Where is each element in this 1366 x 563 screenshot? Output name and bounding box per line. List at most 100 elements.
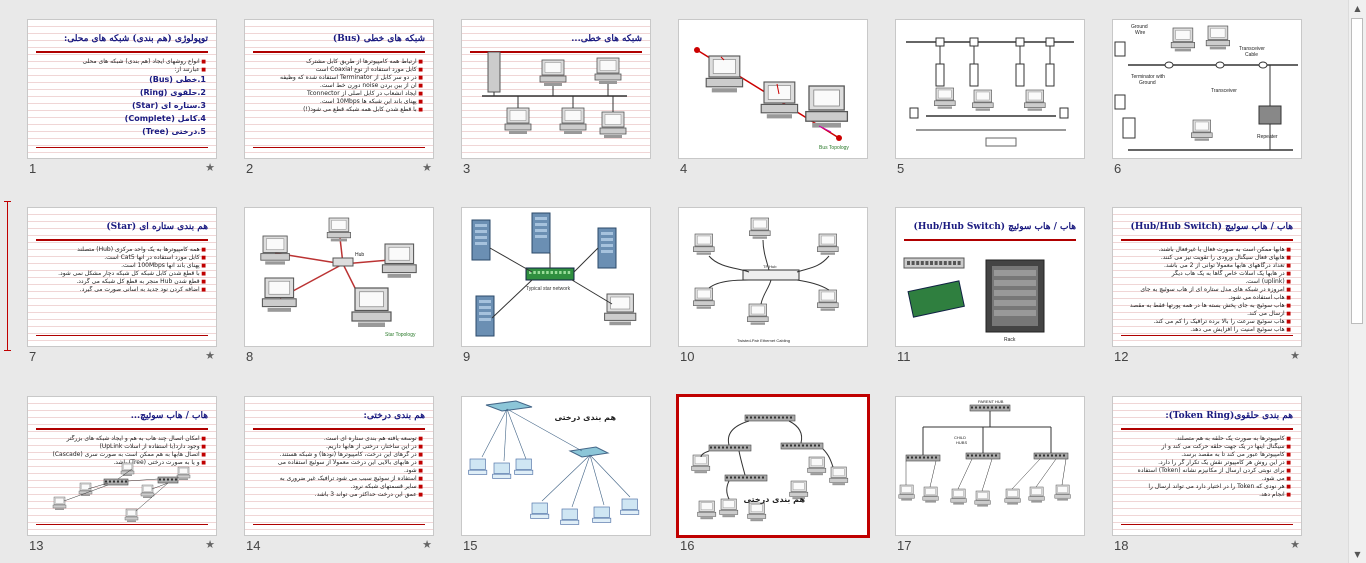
transition-star-icon[interactable]: ★ — [205, 161, 215, 174]
bullet-line: عبارتند از: — [42, 66, 206, 74]
svg-text:HUBS: HUBS — [956, 440, 967, 445]
slide-thumbnail-2[interactable]: شبکه های خطی (Bus) ارتباط همه کامپیوترها… — [244, 19, 434, 179]
bullet-line: شود. — [259, 467, 423, 475]
slide-number: 8 — [246, 349, 254, 364]
scroll-down-icon[interactable]: ▼ — [1354, 550, 1361, 559]
transition-star-icon[interactable]: ★ — [205, 349, 215, 362]
svg-text:Cable: Cable — [1245, 52, 1258, 58]
slide-preview[interactable]: توپولوژی (هم بندی) شبکه های محلی: انواع … — [27, 19, 217, 159]
svg-text:Rack: Rack — [1004, 337, 1016, 343]
diagram: TP Hub Twisted-Pair Ethernet Cabling — [679, 208, 867, 346]
svg-text:Ground: Ground — [1131, 24, 1148, 30]
slide-number: 6 — [1114, 161, 1122, 176]
slide-preview[interactable]: TP Hub Twisted-Pair Ethernet Cabling — [678, 207, 868, 347]
slide-title: هم بندی درختی — [554, 413, 616, 422]
slide-thumbnail-12[interactable]: هاب / هاب سوئیچ (Hub/Hub Switch) هابها م… — [1112, 207, 1302, 367]
transition-star-icon[interactable]: ★ — [1290, 349, 1300, 362]
slide-body: انواع روشهای ایجاد (هم بندی) شبکه های مح… — [42, 58, 206, 139]
text-slide: هم بندی درختی: توسعه یافته هم بندی ستاره… — [245, 397, 433, 535]
slide-number: 1 — [29, 161, 37, 176]
slide-number: 18 — [1114, 538, 1129, 553]
bullet-line: کامپیوترها به صورت یک حلقه به هم متصلند. — [1127, 435, 1291, 443]
bullet-line: کابل مورد استفاده از نوع Coaxial است — [259, 66, 423, 74]
slide-title: شبکه های خطی (Bus) — [332, 34, 425, 44]
bullet-line: پهنای باند آنها 100Mbps است. — [42, 262, 206, 270]
bullet-line: در هابها یک اسلات خاص گاهاً به یک هاب دی… — [1127, 270, 1291, 278]
slide-number: 10 — [680, 349, 695, 364]
slide-preview[interactable]: Ground Wire Transceiver Cable Terminator… — [1112, 19, 1302, 159]
bullet-line: در این ساختار، درختی از هابها داریم. — [259, 443, 423, 451]
slide-preview[interactable]: هاب / هاب سوئیچ (Hub/Hub Switch) هابها م… — [1112, 207, 1302, 347]
slide-preview[interactable]: Typical star network — [461, 207, 651, 347]
transition-star-icon[interactable]: ★ — [1290, 538, 1300, 551]
slide-preview[interactable]: هم بندی درختی — [676, 394, 870, 538]
bullet-line: در دو سر کابل از Terminator استفاده شده … — [259, 74, 423, 82]
slide-preview[interactable]: شبکه های خطی... — [461, 19, 651, 159]
slide-body: کامپیوترها به صورت یک حلقه به هم متصلند.… — [1127, 435, 1291, 499]
slide-preview[interactable]: هم بندی درختی — [461, 396, 651, 536]
bullet-line: با قطع شدن کابل همه شبکه قطع می شود(!) — [259, 106, 423, 114]
bullet-line: آن از بین بردن noise دورن خط است. — [259, 82, 423, 90]
footer-rule — [36, 335, 208, 336]
diagram — [679, 397, 867, 535]
slide-preview[interactable]: هم بندی حلقوی(Token Ring): کامپیوترها به… — [1112, 396, 1302, 536]
slide-preview[interactable]: هم بندی ستاره ای (Star) همه کامپیوترها ب… — [27, 207, 217, 347]
scroll-up-icon[interactable]: ▲ — [1354, 4, 1361, 13]
vertical-scrollbar[interactable]: ▲ ▼ — [1348, 0, 1366, 563]
slide-number: 13 — [29, 538, 44, 553]
slide-thumbnail-5[interactable]: 5 — [895, 19, 1085, 179]
diagram: Rack — [896, 208, 1084, 346]
diagram: Hub — [245, 208, 433, 346]
title-rule — [1121, 239, 1293, 241]
section-bracket — [4, 201, 12, 351]
slide-preview[interactable]: شبکه های خطی (Bus) ارتباط همه کامپیوترها… — [244, 19, 434, 159]
footer-rule — [36, 524, 208, 525]
svg-text:TP Hub: TP Hub — [763, 264, 777, 269]
scrollbar-thumb[interactable] — [1351, 18, 1363, 324]
slide-thumbnail-14[interactable]: هم بندی درختی: توسعه یافته هم بندی ستاره… — [244, 396, 434, 556]
slide-thumbnail-7[interactable]: هم بندی ستاره ای (Star) همه کامپیوترها ب… — [27, 207, 217, 367]
slide-thumbnail-3[interactable]: شبکه های خطی... 3 — [461, 19, 651, 179]
slide-preview[interactable] — [895, 19, 1085, 159]
text-slide: هم بندی ستاره ای (Star) همه کامپیوترها ب… — [28, 208, 216, 346]
slide-thumbnail-6[interactable]: Ground Wire Transceiver Cable Terminator… — [1112, 19, 1302, 179]
slide-preview[interactable]: Bus Topology — [678, 19, 868, 159]
bullet-line: در گرهای این درخت، کامپیوترها (نودها) و … — [259, 451, 423, 459]
bullet-line: در هابهای بالایی این درخت معمولاً از سوئ… — [259, 459, 423, 467]
diagram-caption: Star Topology — [385, 332, 416, 338]
bullet-line: اتصال هابها به هم ممکن است به صورت سری (… — [42, 451, 206, 459]
diagram: PARENT HUB CHILD HUBS — [896, 397, 1084, 535]
bullet-line: و یا به صورت درختی (Tree) باشد. — [42, 459, 206, 467]
bullet-line: همه کامپیوترها به یک واحد مرکزی (Hub) مت… — [42, 246, 206, 254]
bullet-line: در این روش هر کامپیوتر نقش یک تکرار گر ر… — [1127, 459, 1291, 467]
slide-preview[interactable]: هاب / هاب سوئیچ (Hub/Hub Switch) Rack — [895, 207, 1085, 347]
text-slide: هاب / هاب سوئیچ (Hub/Hub Switch) هابها م… — [1113, 208, 1301, 346]
transition-star-icon[interactable]: ★ — [422, 538, 432, 551]
transition-star-icon[interactable]: ★ — [205, 538, 215, 551]
slide-number: 12 — [1114, 349, 1129, 364]
slide-thumbnail-1[interactable]: توپولوژی (هم بندی) شبکه های محلی: انواع … — [27, 19, 217, 179]
slide-thumbnail-18[interactable]: هم بندی حلقوی(Token Ring): کامپیوترها به… — [1112, 396, 1302, 556]
slide-preview[interactable]: PARENT HUB CHILD HUBS — [895, 396, 1085, 536]
slide-preview[interactable]: هم بندی درختی: توسعه یافته هم بندی ستاره… — [244, 396, 434, 536]
diagram — [462, 20, 650, 158]
title-rule — [904, 239, 1076, 241]
slide-body: ارتباط همه کامپیوترها از طریق کابل مشترک… — [259, 58, 423, 114]
transition-star-icon[interactable]: ★ — [422, 161, 432, 174]
slide-thumbnail-10[interactable]: TP Hub Twisted-Pair Ethernet Cabling 10 — [678, 207, 868, 367]
slide-thumbnail-13[interactable]: هاب / هاب سوئیچ... امکان اتصال چند هاب ب… — [27, 396, 217, 556]
slide-body: هابها ممکن است به صورت فعال یا غیرفعال ب… — [1127, 246, 1291, 334]
slide-title: هاب / هاب سوئیچ... — [130, 411, 208, 421]
svg-text:Repeater: Repeater — [1257, 134, 1278, 140]
slide-preview[interactable]: هاب / هاب سوئیچ... امکان اتصال چند هاب ب… — [27, 396, 217, 536]
slide-title: هم بندی درختی — [743, 495, 805, 504]
diagram-caption: Bus Topology — [819, 145, 849, 151]
